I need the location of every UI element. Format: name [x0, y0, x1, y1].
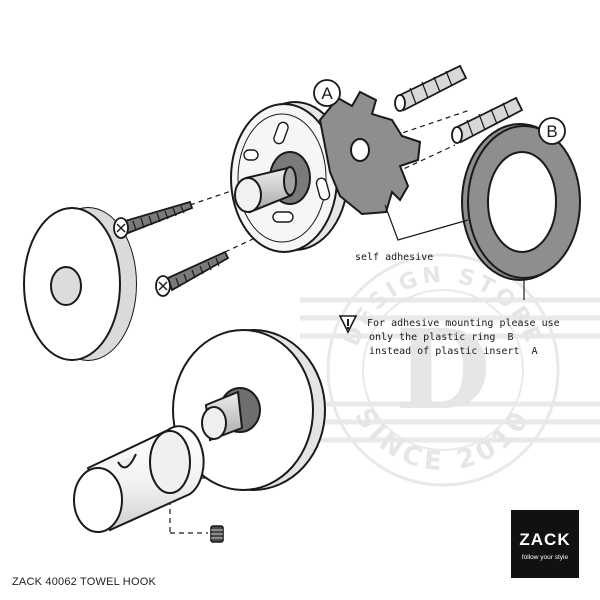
brand-wordmark: ZACK — [519, 530, 571, 549]
note-line-1: For adhesive mounting please use — [367, 318, 560, 329]
callout-a: A — [313, 79, 341, 107]
leader-lines — [384, 204, 525, 300]
wall-dowels — [394, 64, 524, 144]
warning-icon — [338, 315, 358, 334]
set-screw — [210, 525, 224, 543]
warning-note: For adhesive mounting please use only th… — [338, 315, 560, 357]
note-line-3: instead of plastic insert A — [369, 346, 538, 357]
plastic-insert-a — [318, 90, 422, 216]
cover-rosette — [23, 207, 137, 361]
hook-rosette — [172, 329, 326, 491]
watermark-letter: D — [395, 305, 490, 434]
watermark — [300, 253, 600, 487]
screw-lower — [155, 250, 230, 297]
brand-logo: ZACK follow your style — [511, 510, 579, 578]
callout-a-label: A — [321, 84, 333, 103]
callout-b-label: B — [546, 122, 557, 141]
brand-tagline: follow your style — [521, 554, 569, 561]
self-adhesive-label: self adhesive — [355, 252, 433, 263]
screw-upper — [113, 200, 194, 239]
callout-b: B — [538, 117, 566, 145]
product-title: ZACK 40062 TOWEL HOOK — [12, 576, 156, 588]
plastic-ring-b — [461, 123, 581, 281]
hook-rod — [73, 425, 205, 533]
note-line-2: only the plastic ring B — [369, 332, 514, 343]
